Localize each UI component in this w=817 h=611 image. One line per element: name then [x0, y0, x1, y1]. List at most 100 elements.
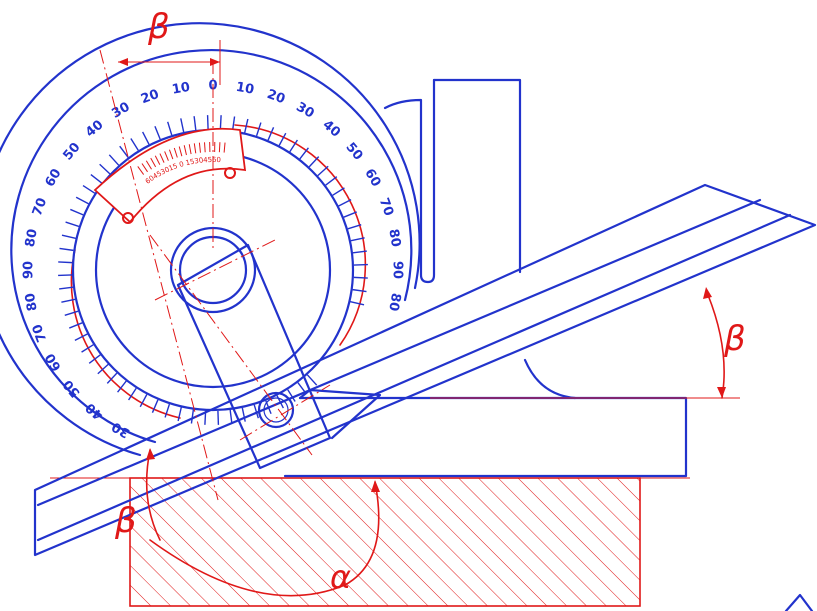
scale-tick — [61, 298, 76, 303]
scale-label: 50 — [60, 377, 83, 401]
scale-label: 10 — [171, 80, 191, 98]
center-lines — [99, 49, 331, 501]
vernier-tick — [218, 142, 221, 153]
vernier-label: 15 — [168, 162, 179, 173]
scale-tick — [70, 208, 84, 216]
scale-tick — [117, 380, 127, 393]
scale-tick — [299, 147, 309, 160]
vernier-tick — [137, 166, 145, 175]
scale-tick — [99, 163, 111, 175]
scale-tick — [119, 145, 129, 158]
scale-tick — [325, 176, 338, 186]
scale-tick — [352, 250, 367, 254]
scale-tick — [88, 354, 101, 364]
scale-label: 90 — [390, 261, 405, 279]
scale-label: 40 — [83, 117, 107, 140]
scale-label: 20 — [265, 87, 287, 107]
scale-label: 60 — [43, 166, 65, 189]
scale-tick — [241, 407, 246, 422]
scale-label: 60 — [361, 166, 383, 189]
corner-mark — [784, 593, 814, 611]
scale-tick — [244, 118, 249, 133]
scale-label: 90 — [22, 261, 37, 279]
vernier-tick — [198, 142, 201, 153]
base-block — [283, 358, 688, 478]
scale-tick — [164, 403, 171, 418]
scale-tick — [154, 126, 161, 140]
scale-label: 70 — [376, 196, 396, 218]
scale-label: 30 — [109, 418, 132, 440]
scale-tick — [229, 409, 233, 424]
scale-tick — [90, 174, 103, 184]
scale-tick — [350, 237, 365, 242]
vernier-tick — [188, 144, 192, 155]
scale-label: 70 — [30, 196, 50, 218]
scale-tick — [64, 310, 79, 316]
scale-tick — [190, 409, 195, 424]
vernier-tick — [193, 143, 197, 154]
alpha-beta-bottom-dimension: β α — [114, 448, 380, 597]
scale-tick — [69, 322, 83, 329]
vernier-tick — [141, 163, 148, 173]
scale-tick — [317, 165, 329, 177]
vernier-tick — [150, 157, 157, 168]
beta-top-label: β — [147, 7, 170, 47]
scale-tick — [142, 131, 150, 145]
scale-tick — [108, 154, 120, 166]
scale-tick — [59, 286, 74, 290]
scale-label: 50 — [60, 140, 83, 164]
scale-label: 30 — [293, 100, 316, 122]
vernier-label: 30 — [159, 165, 171, 176]
vernier-label: 60 — [212, 156, 221, 164]
scale-tick — [97, 363, 109, 375]
vernier-tick — [173, 147, 178, 158]
scale-tick — [139, 394, 148, 408]
scale-tick — [306, 374, 318, 386]
scale-tick — [343, 211, 357, 218]
scale-label: 20 — [139, 87, 161, 107]
scale-tick — [231, 116, 236, 131]
scale-tick — [81, 344, 94, 353]
vernier-tick — [145, 160, 152, 170]
alpha-label: α — [330, 558, 351, 596]
beta-right-dimension: β — [430, 287, 746, 399]
scale-label: 60 — [43, 350, 65, 373]
scale-tick — [151, 399, 159, 413]
scale-label: 50 — [342, 140, 365, 164]
workpiece — [50, 477, 690, 607]
vernier-label: 45 — [203, 156, 212, 164]
scale-tick — [267, 127, 275, 141]
scale-tick — [82, 184, 96, 194]
scale-tick — [75, 196, 89, 205]
vernier-tick — [178, 146, 183, 157]
vernier-label: 60 — [144, 174, 156, 186]
vernier-tick — [223, 142, 226, 153]
scale-tick — [332, 187, 345, 196]
scale-tick — [59, 247, 74, 252]
vernier-tick — [183, 145, 187, 156]
scale-label: 80 — [385, 228, 403, 248]
vernier-label: 0 — [178, 160, 185, 169]
vernier-label: 15 — [185, 158, 195, 168]
scale-tick — [180, 118, 185, 133]
square-stem — [383, 78, 522, 284]
scale-tick — [308, 156, 320, 168]
scale-tick — [278, 132, 287, 146]
vernier-label: 45 — [151, 169, 163, 180]
scale-tick — [167, 121, 173, 136]
scale-label: 30 — [109, 100, 132, 122]
scale-tick — [347, 224, 362, 230]
scale-tick — [61, 234, 76, 239]
scale-tick — [353, 276, 368, 279]
scale-tick — [106, 372, 118, 384]
scale-label: 10 — [235, 80, 255, 98]
vernier-tick — [168, 149, 174, 160]
scale-tick — [74, 333, 88, 341]
scale-tick — [287, 389, 296, 402]
vernier-ticks — [137, 142, 226, 175]
blade — [33, 183, 817, 557]
scale-tick — [177, 407, 182, 422]
